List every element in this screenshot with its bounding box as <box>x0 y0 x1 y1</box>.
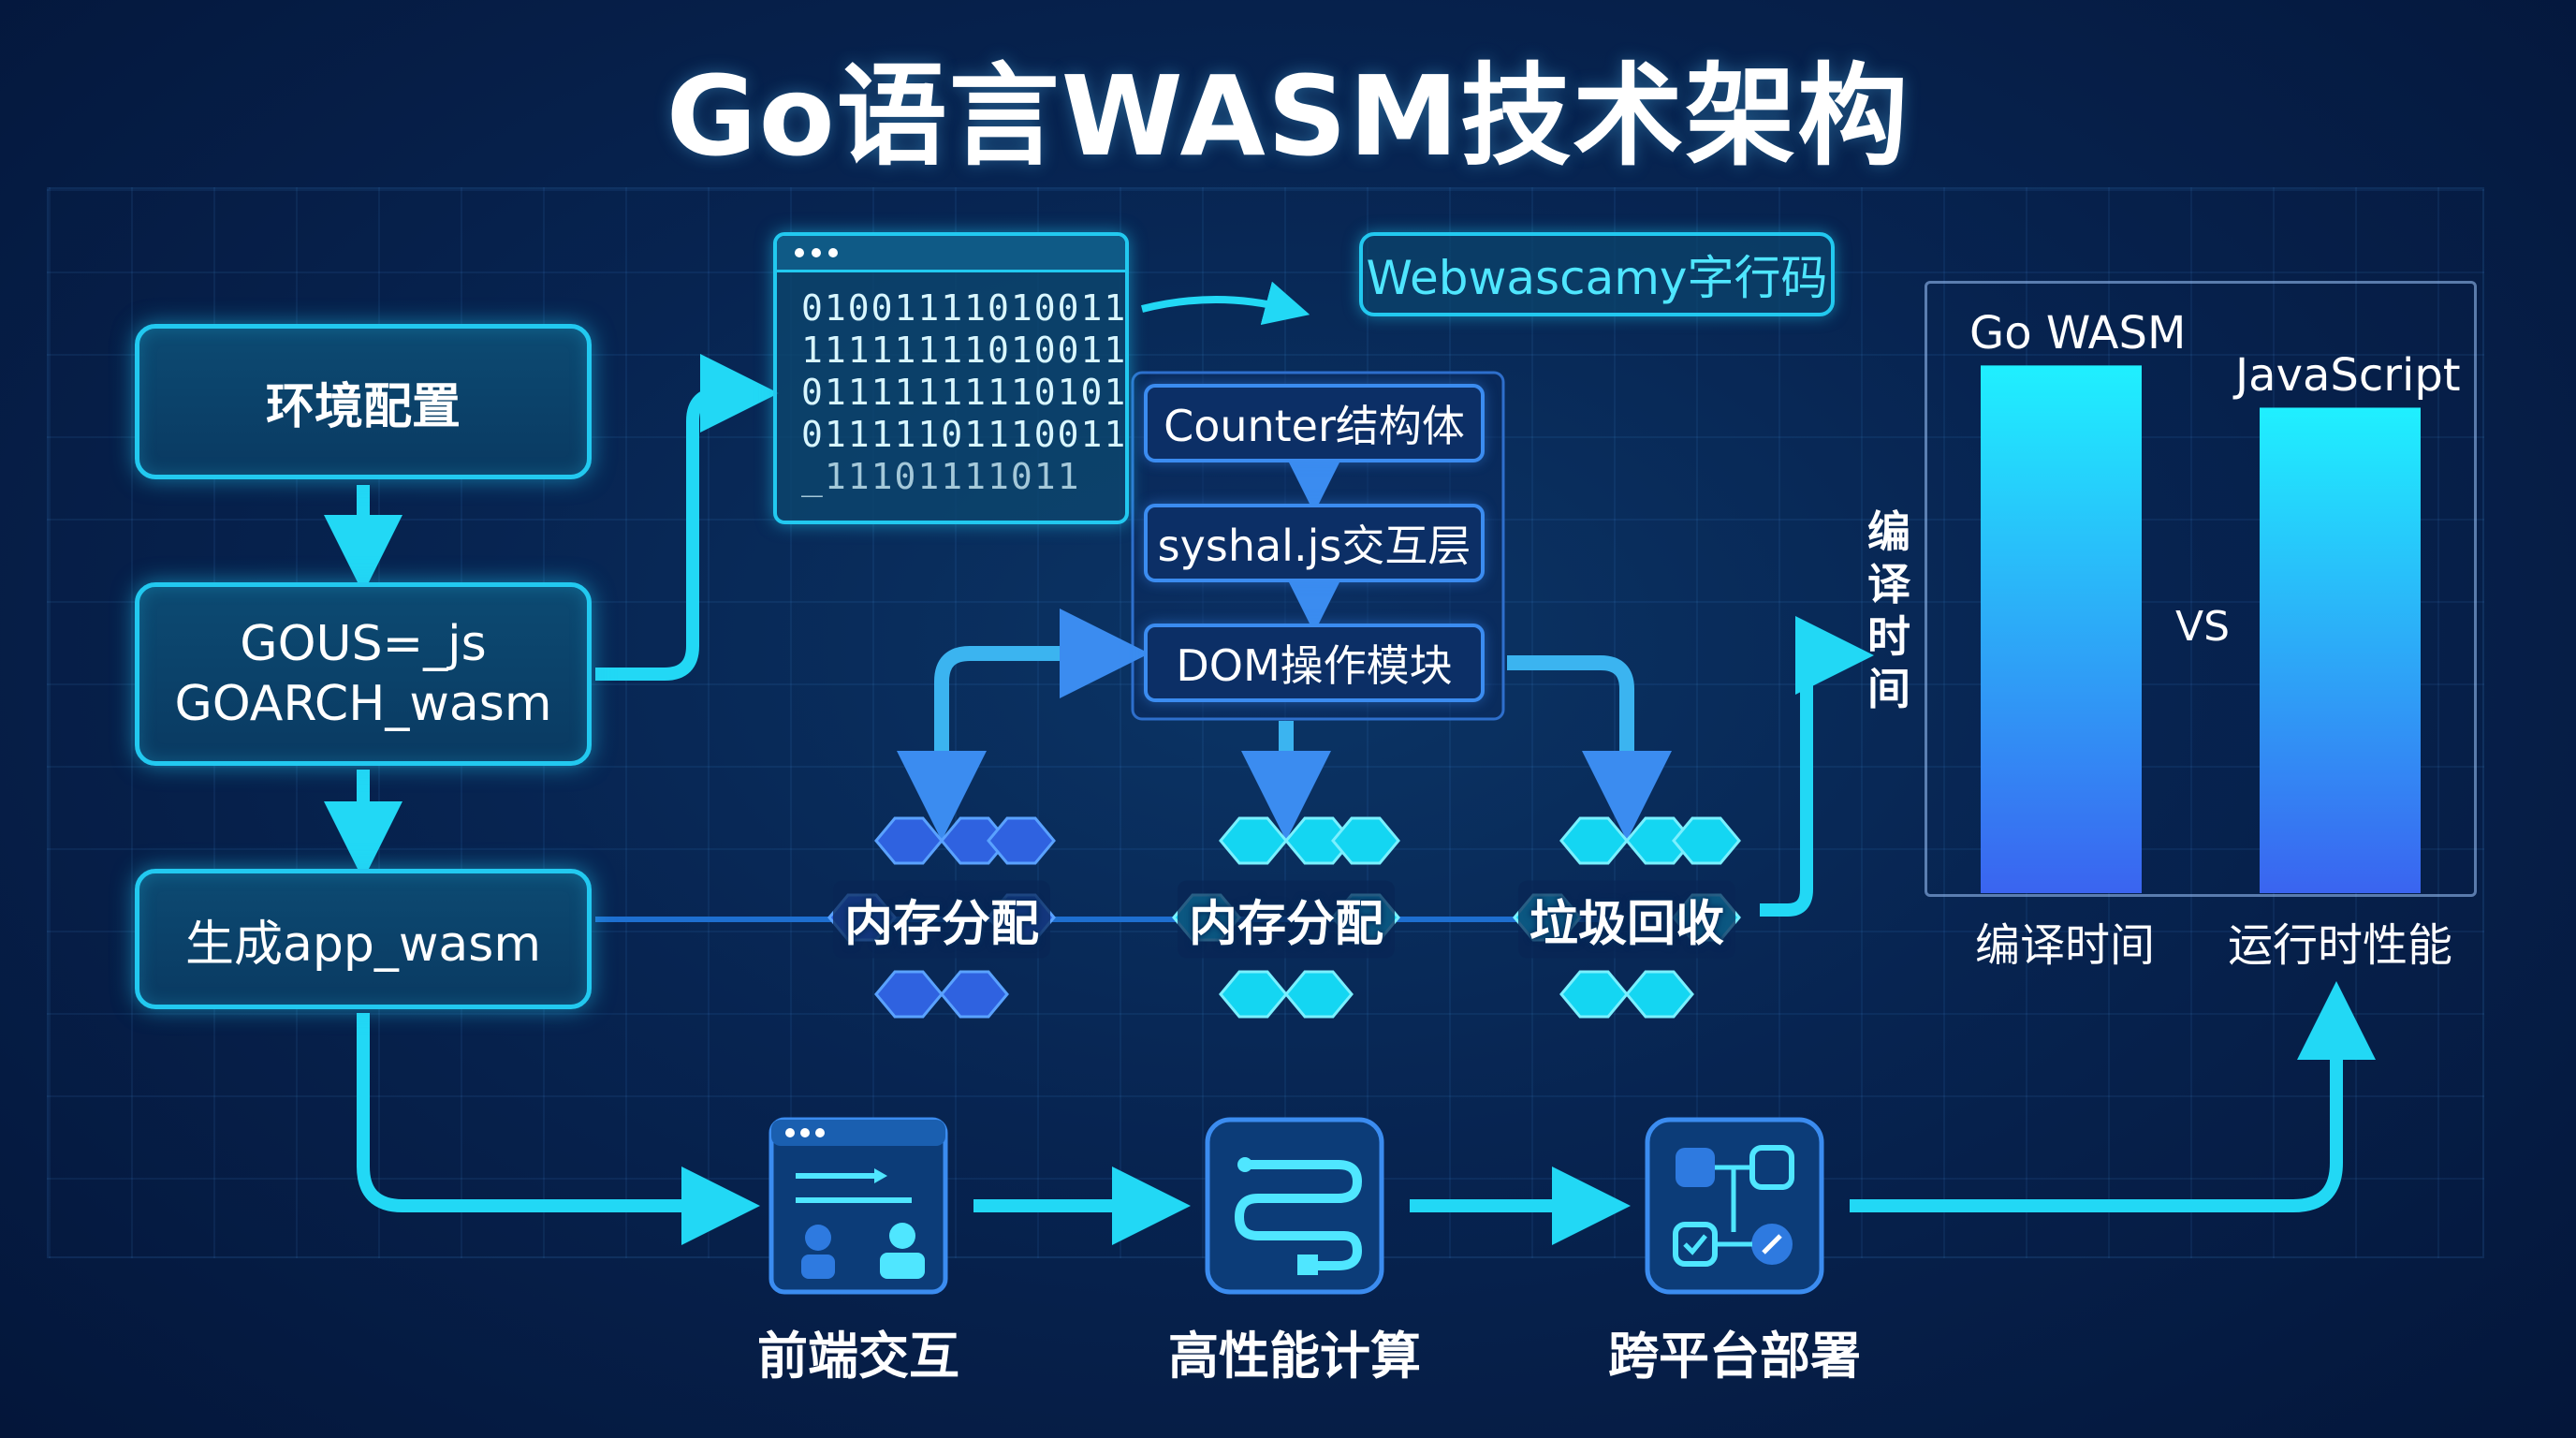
goos-label: GOUS=_js <box>240 616 487 672</box>
counter-struct-label: Counter结构体 <box>1164 401 1465 451</box>
arrow-goos-to-code <box>595 354 779 681</box>
app-label-frontend: 前端交互 <box>757 1327 959 1386</box>
app-label-compute: 高性能计算 <box>1168 1327 1421 1386</box>
env-config-box: 环境配置 <box>135 324 592 479</box>
hex-label-memory-2: 内存分配 <box>1177 880 1396 959</box>
goarch-label: GOARCH_wasm <box>174 676 552 732</box>
hex-label-memory-1: 内存分配 <box>832 880 1051 959</box>
bar-javascript <box>2260 407 2421 893</box>
series-label-go-wasm: Go WASM <box>1969 307 2187 360</box>
dom-module-label: DOM操作模块 <box>1176 640 1453 691</box>
category-label-compile-time: 编译时间 <box>1975 919 2156 972</box>
chart-y-label: 编译时间 <box>1867 506 1910 714</box>
wasm-binary-panel: 01001111010011 11111111010011 0111111111… <box>773 232 1129 524</box>
arrow-deploy-to-chart <box>1850 981 2376 1212</box>
build-label: 生成app_wasm <box>184 916 542 973</box>
binary-line: 01001111010011 <box>801 287 1128 329</box>
binary-line: 11111111010011 <box>801 330 1128 371</box>
build-box: 生成app_wasm <box>135 869 592 1009</box>
bytecode-bubble: Webwascamy字行码 <box>1359 232 1835 316</box>
env-config-label: 环境配置 <box>265 378 461 435</box>
chart-frame <box>1925 281 2477 897</box>
chart-bars <box>1981 365 2421 893</box>
hex-label-gc: 垃圾回收 <box>1517 880 1736 959</box>
cross-platform-deploy-icon <box>1645 1117 1824 1295</box>
syscall-js-label: syshal.js交互层 <box>1157 521 1471 571</box>
goos-goarch-box: GOUS=_js GOARCH_wasm <box>135 582 592 766</box>
arrow-code-to-bubble <box>1141 281 1310 326</box>
window-dots-icon <box>795 248 838 257</box>
app-label-deploy: 跨平台部署 <box>1608 1327 1861 1386</box>
arrow-build-to-frontend <box>357 1013 760 1245</box>
binary-lines: 01001111010011 11111111010011 0111111111… <box>777 272 1125 498</box>
binary-line: 01111111110101 <box>801 372 1128 413</box>
vs-label: VS <box>2175 603 2231 651</box>
binary-line: _11101111011 <box>801 456 1081 497</box>
page-title: Go语言WASM技术架构 <box>666 51 1910 181</box>
arrow-dom-to-hex3 <box>1507 655 1672 841</box>
high-performance-compute-icon <box>1205 1117 1384 1295</box>
code-panel-titlebar <box>777 236 1125 272</box>
syscall-js-box: syshal.js交互层 <box>1144 504 1485 582</box>
series-label-javascript: JavaScript <box>2235 349 2461 403</box>
frontend-interaction-icon <box>768 1117 948 1295</box>
bar-go-wasm <box>1981 365 2142 893</box>
dom-module-box: DOM操作模块 <box>1144 624 1485 702</box>
arrow-hex1-to-dom <box>934 609 1149 786</box>
category-label-runtime-performance: 运行时性能 <box>2228 919 2453 972</box>
binary-line: 01111101110011 <box>801 414 1128 455</box>
arrow-gc-to-chart <box>1760 616 1874 917</box>
counter-struct-box: Counter结构体 <box>1144 384 1485 462</box>
bytecode-label: Webwascamy字行码 <box>1366 251 1828 305</box>
